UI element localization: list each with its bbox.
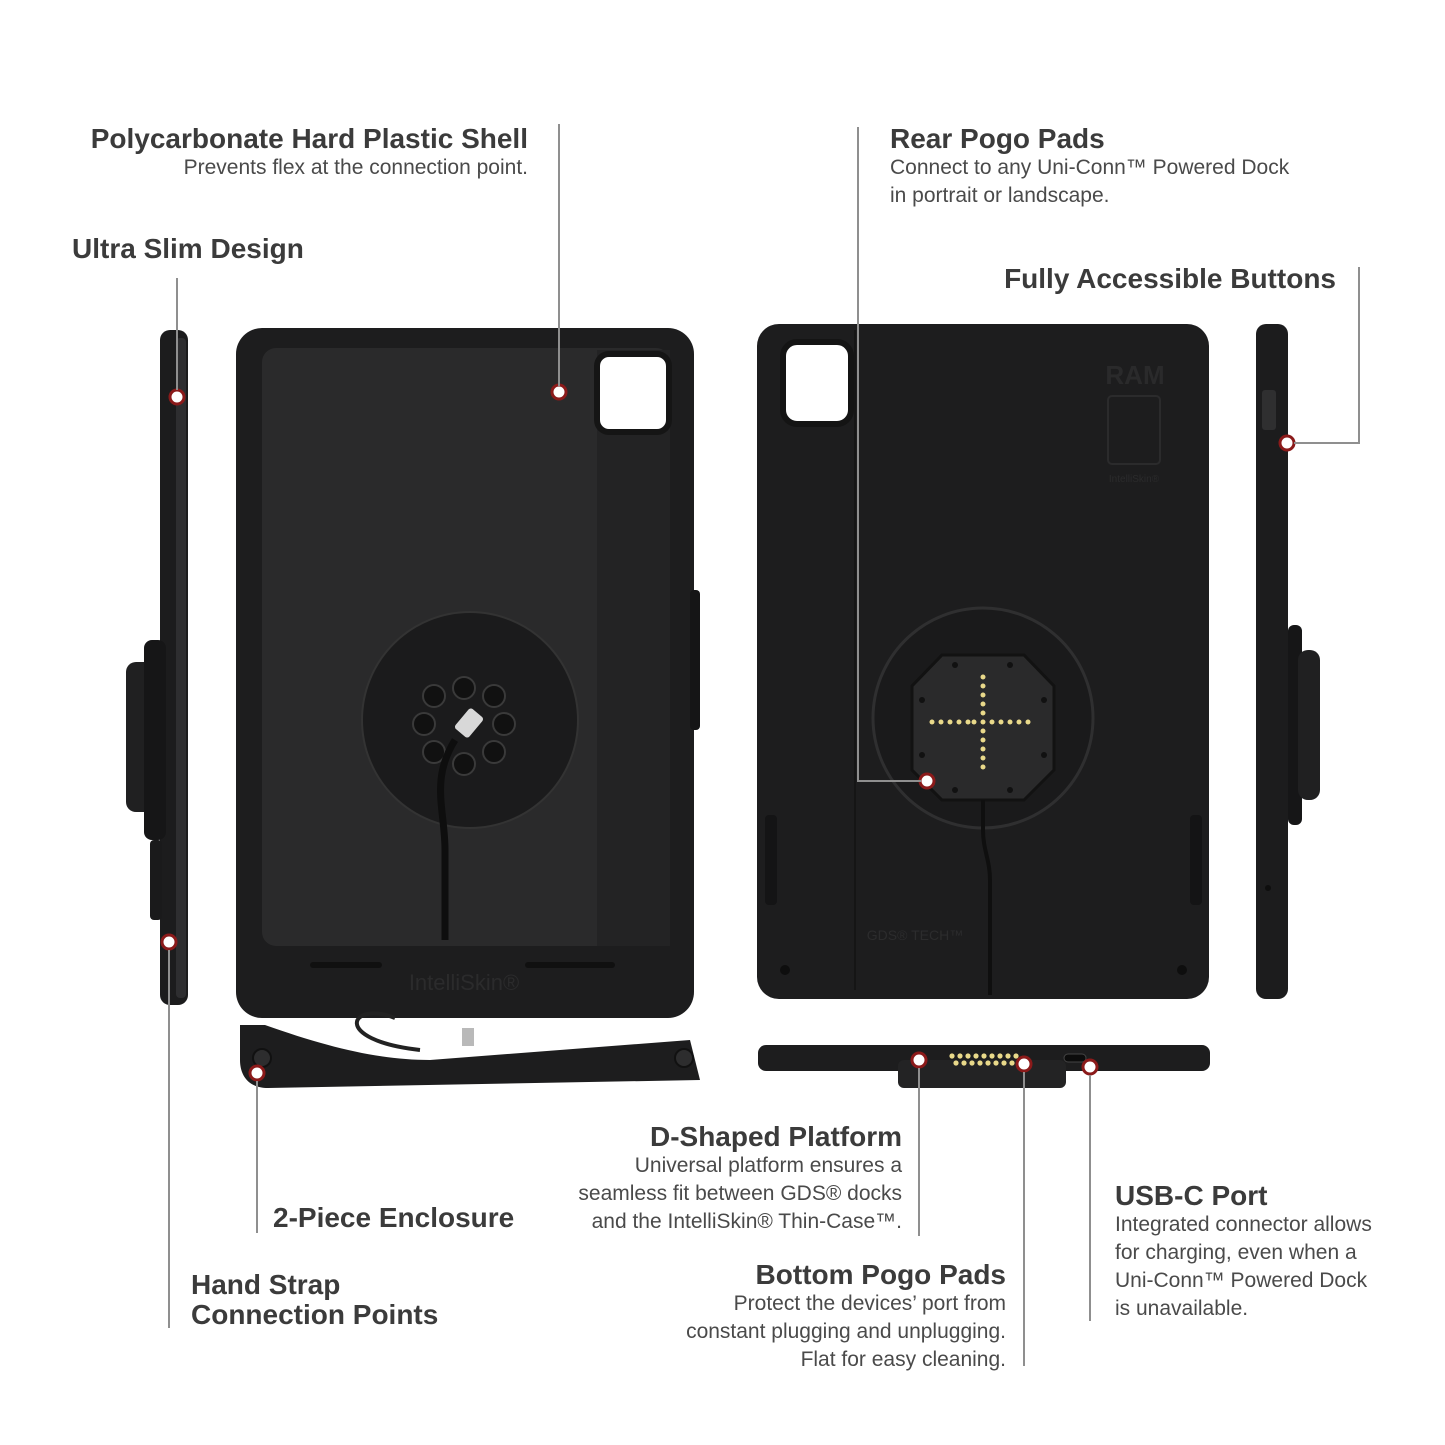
front-logo-text: IntelliSkin® (409, 970, 519, 995)
callout-platform-desc2: seamless fit between GDS® docks (578, 1182, 902, 1205)
callout-platform-desc3: and the IntelliSkin® Thin-Case™. (591, 1210, 902, 1233)
callout-rear-pogo: Rear Pogo Pads Connect to any Uni-Conn™ … (890, 124, 1289, 210)
leader-shell (558, 124, 560, 386)
callout-slim-title: Ultra Slim Design (72, 233, 304, 264)
side-view-right (1256, 324, 1320, 999)
callout-hand-strap-title2: Connection Points (191, 1299, 439, 1330)
callout-usbc-desc3: Uni-Conn™ Powered Dock (1115, 1269, 1368, 1292)
callout-bottom-pogo-desc1: Protect the devices’ port from (733, 1292, 1006, 1315)
callout-buttons: Fully Accessible Buttons (960, 264, 1336, 294)
gds-mark-text: GDS® TECH™ (867, 927, 963, 943)
callout-buttons-title: Fully Accessible Buttons (1004, 263, 1336, 294)
callout-usbc-desc4: is unavailable. (1115, 1297, 1249, 1320)
callout-platform: D-Shaped Platform Universal platform ens… (520, 1122, 902, 1236)
back-brand-text: RAM (1105, 360, 1164, 390)
bottom-piece-enclosure (240, 1011, 700, 1088)
callout-usbc-desc2: for charging, even when a (1115, 1241, 1357, 1264)
callout-shell: Polycarbonate Hard Plastic Shell Prevent… (60, 124, 528, 182)
callout-platform-title: D-Shaped Platform (649, 1121, 902, 1152)
callout-hand-strap: Hand Strap Connection Points (191, 1270, 438, 1330)
leader-usbc (1089, 1075, 1091, 1321)
callout-shell-title: Polycarbonate Hard Plastic Shell (90, 123, 528, 154)
callout-bottom-pogo-desc3: Flat for easy cleaning. (800, 1348, 1006, 1371)
bottom-edge-view (758, 1045, 1210, 1088)
leader-platform (918, 1068, 920, 1236)
leader-enclosure (256, 1081, 258, 1233)
callout-bottom-pogo: Bottom Pogo Pads Protect the devices’ po… (620, 1260, 1006, 1374)
callout-rear-pogo-desc1: Connect to any Uni-Conn™ Powered Dock (890, 156, 1290, 179)
leader-buttons-v (1358, 267, 1360, 444)
callout-hand-strap-title1: Hand Strap (191, 1269, 341, 1300)
callout-shell-desc: Prevents flex at the connection point. (183, 156, 528, 179)
callout-platform-desc1: Universal platform ensures a (634, 1154, 902, 1177)
callout-usbc-desc1: Integrated connector allows (1115, 1213, 1372, 1236)
callout-bottom-pogo-desc2: constant plugging and unplugging. (686, 1320, 1006, 1343)
callout-rear-pogo-title: Rear Pogo Pads (890, 123, 1105, 154)
leader-bottom-pogo (1023, 1072, 1025, 1366)
back-logo-text: IntelliSkin® (1109, 474, 1160, 485)
leader-rear-pogo (857, 127, 859, 781)
callout-enclosure-title: 2-Piece Enclosure (273, 1202, 515, 1233)
leader-hand-strap (168, 950, 170, 1328)
callout-rear-pogo-desc2: in portrait or landscape. (890, 184, 1110, 207)
leader-buttons-h (1294, 442, 1360, 444)
front-shell: IntelliSkin® (236, 328, 700, 1018)
back-view: RAM IntelliSkin® GDS® TECH™ (757, 324, 1209, 999)
callout-slim: Ultra Slim Design (72, 234, 304, 264)
callout-markers (160, 383, 1296, 1082)
leader-slim (176, 278, 178, 390)
side-view-left (126, 330, 188, 1005)
callout-usbc: USB-C Port Integrated connector allows f… (1115, 1181, 1372, 1323)
callout-usbc-title: USB-C Port (1115, 1180, 1268, 1211)
callout-enclosure: 2-Piece Enclosure (273, 1203, 514, 1233)
leader-rear-pogo-h (857, 780, 921, 782)
callout-bottom-pogo-title: Bottom Pogo Pads (755, 1259, 1006, 1290)
